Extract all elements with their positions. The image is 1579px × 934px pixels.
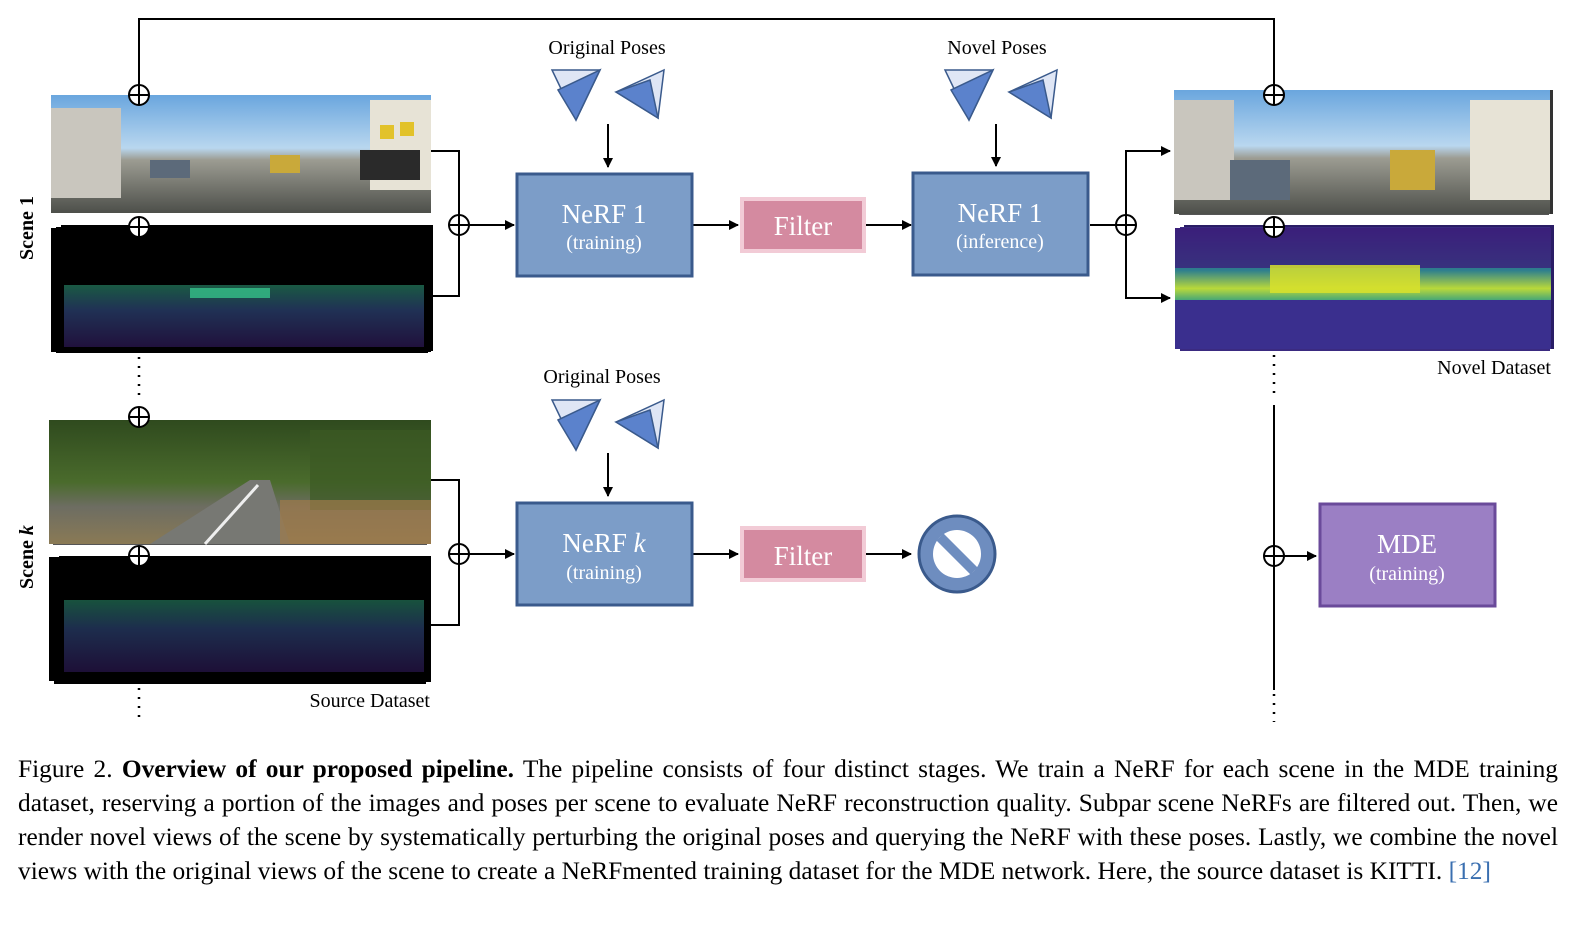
mde-subtitle: (training) [1369, 563, 1445, 585]
camera-pose-icon [943, 68, 1058, 122]
top-feedback-line [138, 18, 1275, 95]
mde-title: MDE [1377, 529, 1437, 559]
flow-arrows [469, 124, 1317, 561]
ellipsis-dots [137, 355, 1276, 722]
source-dataset-label: Source Dataset [309, 690, 430, 712]
novel-rgb-stack [1174, 90, 1553, 215]
scenek-lidar-stack [49, 556, 431, 684]
caption-title: Overview of our proposed pipeline. [121, 755, 515, 783]
nerf1-training-box [515, 172, 694, 278]
reject-icon [917, 514, 997, 594]
figure-caption: Figure 2. Overview of our proposed pipel… [18, 752, 1558, 888]
filter-box-bottom [740, 526, 866, 582]
nerf1-inference-title: NeRF 1 [958, 198, 1043, 228]
nerf1-training-subtitle: (training) [566, 232, 642, 254]
nerf1-training-title: NeRF 1 [562, 199, 647, 229]
caption-body: The pipeline consists of four distinct s… [18, 755, 1558, 885]
camera-pose-icon [550, 68, 665, 122]
nerf1-inference-subtitle: (inference) [956, 231, 1044, 253]
caption-citation-link[interactable]: [12] [1448, 857, 1491, 885]
mde-training-box [1318, 502, 1497, 608]
pipeline-diagram: NeRF 1 (training) Filter NeRF 1 (inferen… [16, 18, 1554, 722]
original-poses-bottom-label: Original Poses [543, 366, 660, 388]
novel-depth-stack [1175, 225, 1554, 351]
scene1-lidar-stack [51, 225, 433, 353]
scenek-rgb-stack [49, 420, 431, 546]
novel-dataset-label: Novel Dataset [1437, 357, 1551, 379]
nerfk-training-box [515, 501, 694, 607]
caption-figure-label: Figure 2. [18, 755, 113, 783]
filter-bottom-label: Filter [774, 541, 833, 571]
filter-box-top [740, 197, 866, 253]
camera-pose-icon [550, 398, 665, 452]
nerf1-inference-box [911, 171, 1090, 277]
novel-poses-label: Novel Poses [947, 37, 1047, 59]
scene1-rgb-stack [51, 95, 431, 213]
filter-top-label: Filter [774, 211, 833, 241]
nerfk-training-subtitle: (training) [566, 562, 642, 584]
original-poses-top-label: Original Poses [548, 37, 665, 59]
nerfk-training-title: NeRF k [562, 528, 646, 558]
scene-1-label: Scene 1 [16, 196, 38, 260]
scene-k-label: Scene k [16, 525, 38, 589]
